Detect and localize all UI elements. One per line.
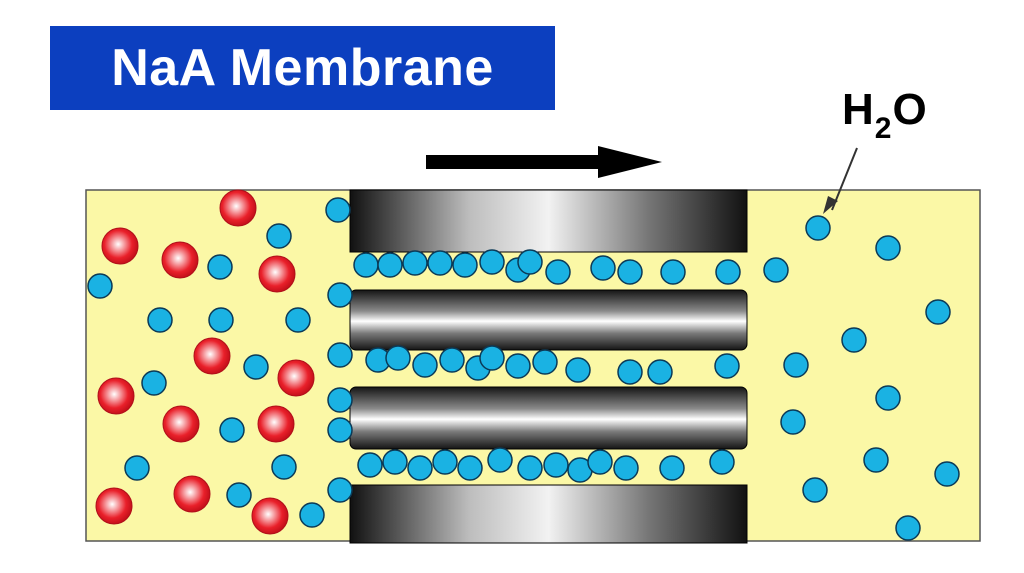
water-molecule xyxy=(208,307,234,333)
red-molecules xyxy=(95,189,315,535)
water-molecule xyxy=(783,352,809,378)
water-molecule xyxy=(407,455,433,481)
water-molecule xyxy=(934,461,960,487)
membrane-bottom-plate xyxy=(349,484,748,544)
red-molecule xyxy=(161,241,199,279)
water-molecule xyxy=(285,307,311,333)
water-molecule xyxy=(841,327,867,353)
water-molecule xyxy=(565,357,591,383)
water-molecule xyxy=(780,409,806,435)
water-molecule xyxy=(226,482,252,508)
red-molecule xyxy=(251,497,289,535)
water-molecules xyxy=(87,197,960,541)
red-molecule xyxy=(173,475,211,513)
water-molecule xyxy=(660,259,686,285)
red-molecule xyxy=(257,405,295,443)
water-molecule xyxy=(587,449,613,475)
water-molecule xyxy=(532,349,558,375)
water-molecule xyxy=(325,197,351,223)
water-label-prefix: H xyxy=(842,85,874,134)
water-molecule xyxy=(479,249,505,275)
water-molecule xyxy=(357,452,383,478)
red-molecule xyxy=(101,227,139,265)
water-molecule xyxy=(147,307,173,333)
red-molecule xyxy=(258,255,296,293)
water-molecule xyxy=(505,353,531,379)
water-molecule xyxy=(863,447,889,473)
water-molecule xyxy=(545,259,571,285)
water-molecule xyxy=(805,215,831,241)
water-molecule xyxy=(353,252,379,278)
water-molecule xyxy=(517,249,543,275)
water-molecule xyxy=(617,359,643,385)
water-molecule xyxy=(327,282,353,308)
water-molecule xyxy=(412,352,438,378)
water-molecule xyxy=(385,345,411,371)
water-molecule xyxy=(377,252,403,278)
red-molecule xyxy=(277,359,315,397)
water-molecule xyxy=(271,454,297,480)
water-molecule xyxy=(659,455,685,481)
right-arrow-icon xyxy=(426,146,662,178)
water-molecule xyxy=(452,252,478,278)
membrane-top-plate xyxy=(349,189,748,253)
water-molecule xyxy=(299,502,325,528)
water-molecule xyxy=(327,417,353,443)
water-molecule xyxy=(327,342,353,368)
label-pointer xyxy=(823,147,858,214)
water-molecule xyxy=(709,449,735,475)
water-molecule xyxy=(327,387,353,413)
water-molecule xyxy=(590,255,616,281)
red-molecule xyxy=(95,487,133,525)
water-molecule xyxy=(517,455,543,481)
water-molecule xyxy=(382,449,408,475)
water-molecule xyxy=(87,273,113,299)
water-molecule xyxy=(327,477,353,503)
title-banner: NaA Membrane xyxy=(50,26,555,110)
water-molecule xyxy=(427,250,453,276)
water-molecule xyxy=(487,447,513,473)
red-molecule xyxy=(193,337,231,375)
water-molecule xyxy=(895,515,921,541)
water-molecule xyxy=(479,345,505,371)
water-label-suffix: O xyxy=(892,85,927,134)
membrane-channels xyxy=(349,189,748,544)
red-molecule xyxy=(219,189,257,227)
water-molecule xyxy=(402,250,428,276)
water-molecule xyxy=(925,299,951,325)
water-molecule xyxy=(439,347,465,373)
water-molecule xyxy=(802,477,828,503)
water-molecule xyxy=(715,259,741,285)
water-molecule xyxy=(141,370,167,396)
water-molecule xyxy=(432,449,458,475)
water-molecule xyxy=(875,385,901,411)
water-molecule xyxy=(207,254,233,280)
water-molecule xyxy=(647,359,673,385)
water-molecule xyxy=(266,223,292,249)
water-molecule xyxy=(714,353,740,379)
membrane-tube-1 xyxy=(349,289,748,351)
water-molecule xyxy=(124,455,150,481)
water-molecule xyxy=(875,235,901,261)
red-molecule xyxy=(97,377,135,415)
water-label-subscript: 2 xyxy=(874,112,892,145)
water-molecule xyxy=(457,455,483,481)
water-molecule xyxy=(243,354,269,380)
diagram-title: NaA Membrane xyxy=(111,39,494,97)
membrane-tube-2 xyxy=(349,386,748,450)
water-molecule xyxy=(613,455,639,481)
red-molecule xyxy=(162,405,200,443)
water-molecule xyxy=(617,259,643,285)
water-molecule xyxy=(763,257,789,283)
water-molecule xyxy=(219,417,245,443)
water-molecule xyxy=(543,452,569,478)
water-label: H2O xyxy=(842,85,927,144)
